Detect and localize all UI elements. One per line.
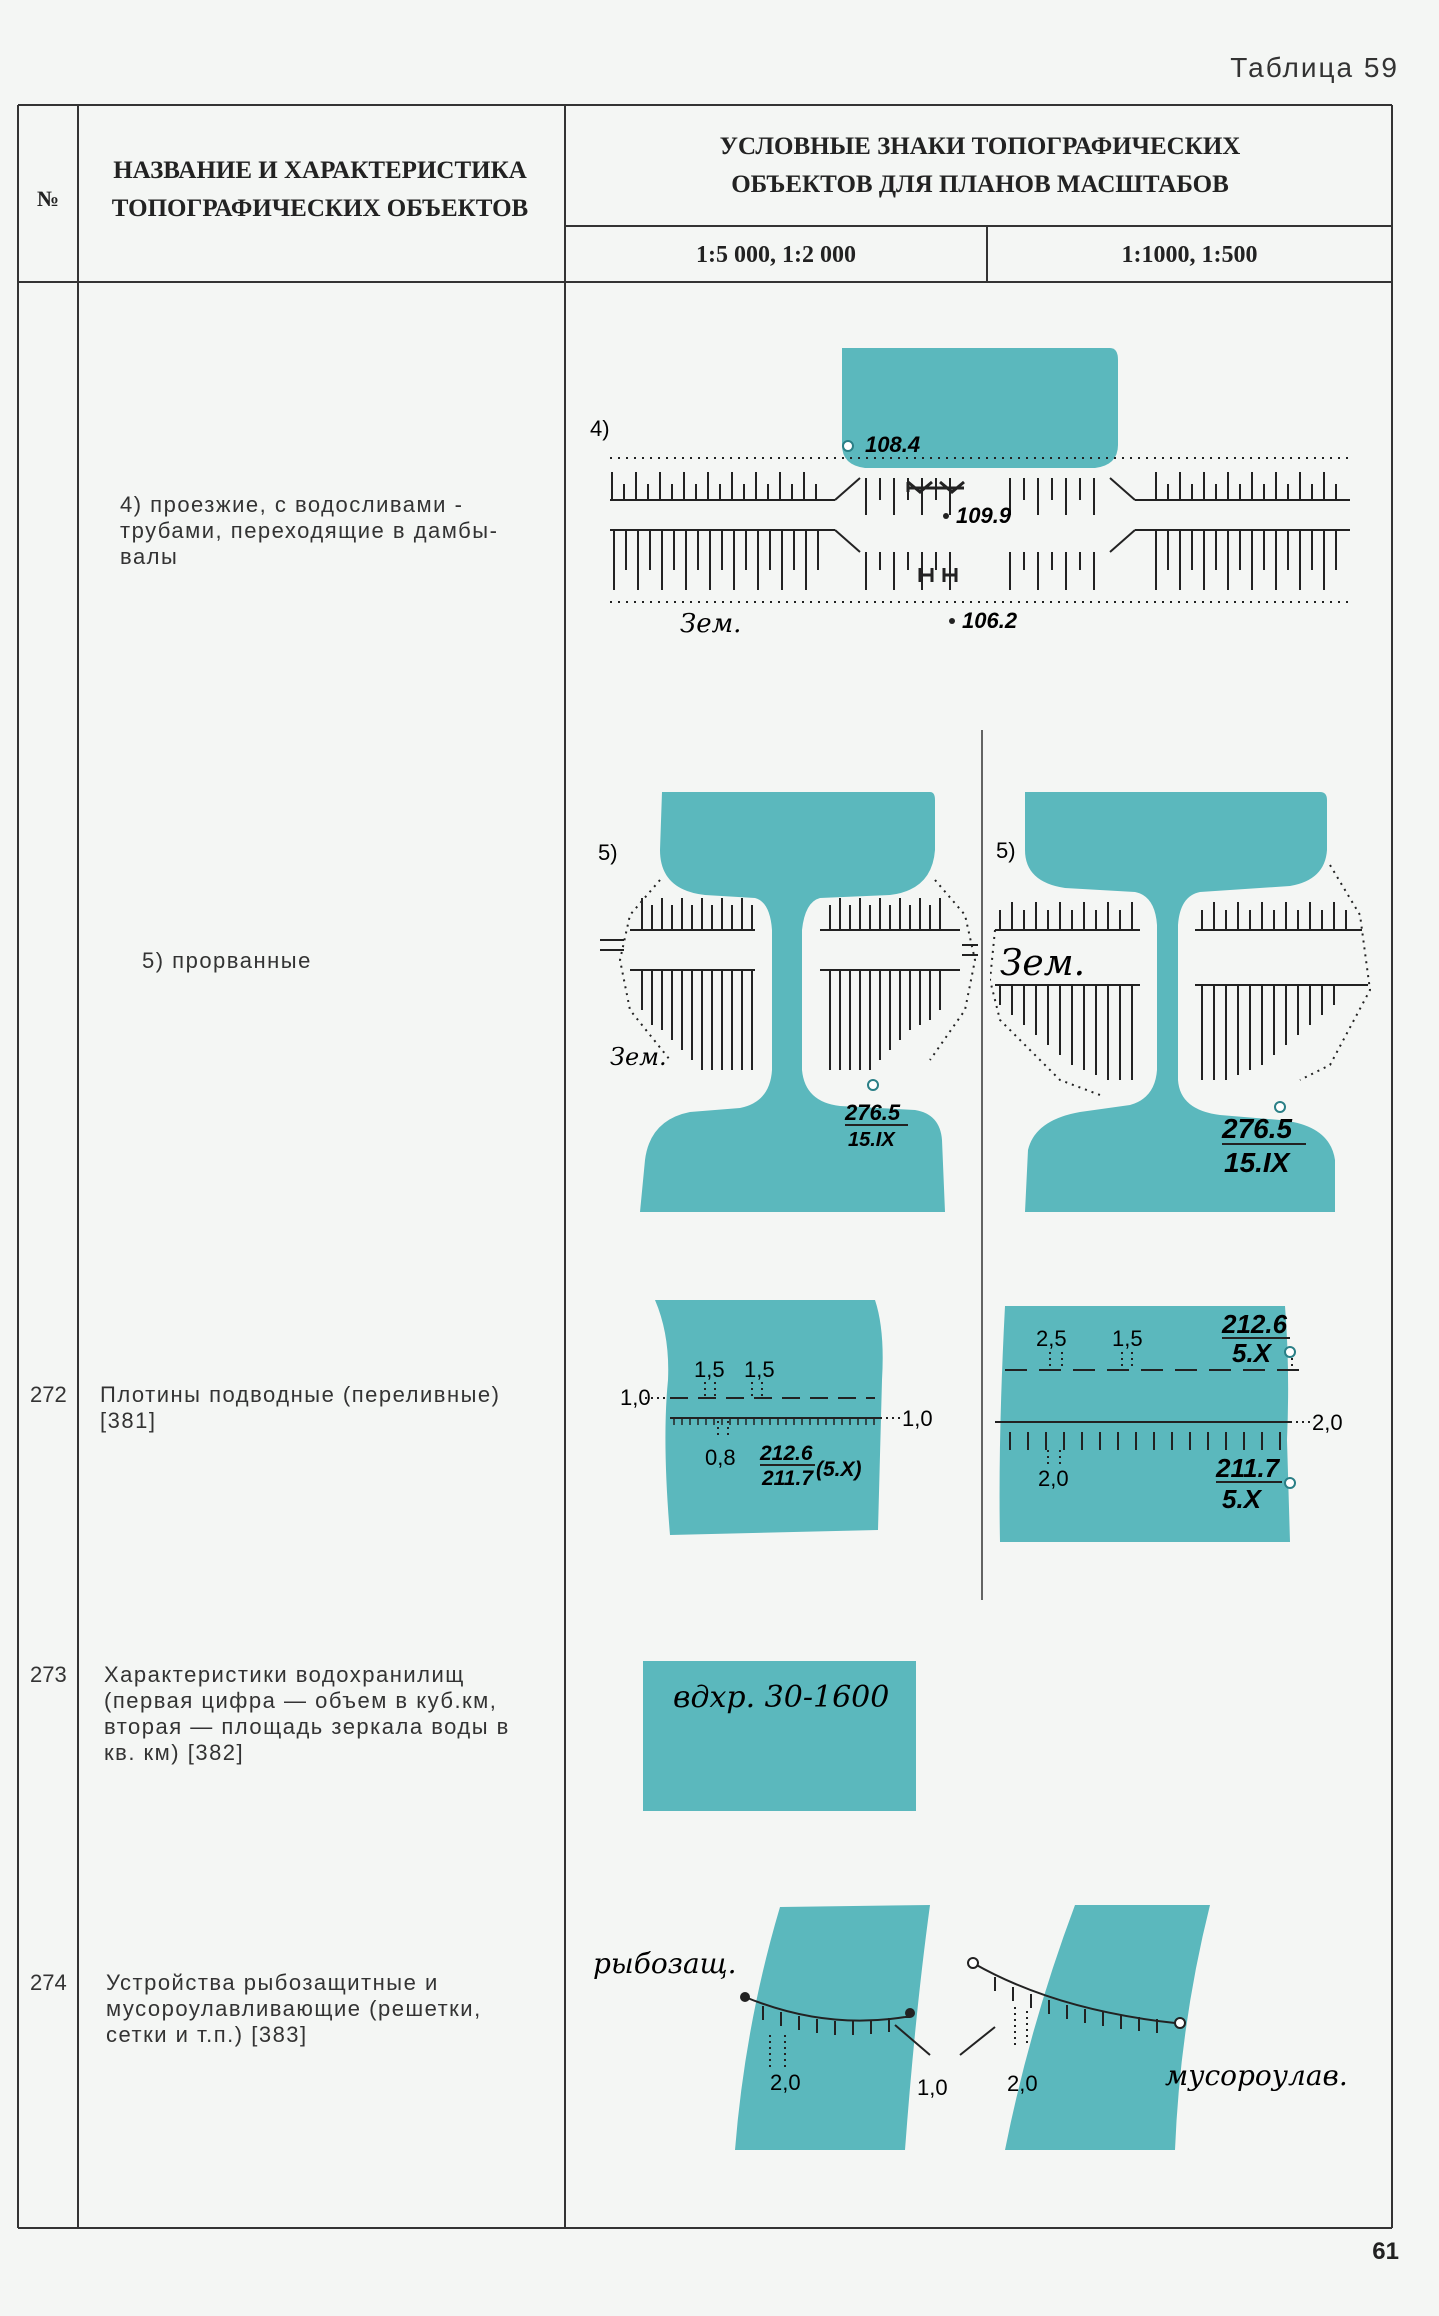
dim-272a-left: 1,0 <box>620 1385 651 1410</box>
dim-272a-1: 1,5 <box>694 1357 725 1382</box>
dim-272a-gap: 0,8 <box>705 1445 736 1470</box>
scale-b-header: 1:1000, 1:500 <box>1121 242 1258 268</box>
col-no-header: № <box>36 186 60 211</box>
label-zem-5b: Зем. <box>1000 943 1085 984</box>
sign-dam-broken-a: 5) Зем. 276.5 15.IX <box>598 792 978 1212</box>
row-desc-273: Характеристики водохранилищ (первая цифр… <box>104 1662 510 1765</box>
label-fish-protection: рыбозащ. <box>593 1947 737 1980</box>
dim-272b-gap: 2,0 <box>1038 1466 1069 1491</box>
culvert-pipes-icon <box>906 480 965 582</box>
elev-num-5b: 276.5 <box>1221 1113 1292 1144</box>
dim-272b-right: 2,0 <box>1312 1410 1343 1435</box>
row-desc-4: 4) проезжие, с водосливами - трубами, пе… <box>120 492 499 569</box>
label-debris-trap: мусороулав. <box>1165 2059 1348 2092</box>
elev-den-272a: 211.7 <box>761 1467 814 1490</box>
sign-submerged-dam-a: 1,5 1,5 1,0 1,0 0,8 212.6 211.7 (5.X) <box>620 1300 933 1535</box>
marker-5b: 5) <box>996 838 1016 863</box>
row-num-274: 274 <box>30 1970 67 1995</box>
dim-274-mid: 1,0 <box>917 2075 948 2100</box>
table-label: Таблица 59 <box>1230 52 1399 83</box>
dim-272b-1: 2,5 <box>1036 1326 1067 1351</box>
sign-dam-passable: 4) 108.4 109.9 106.2 Зем. <box>590 348 1350 639</box>
dim-272b-2: 1,5 <box>1112 1326 1143 1351</box>
sign-dam-broken-b: 5) Зем. 276.5 15.IX <box>990 792 1372 1212</box>
reservoir-shape <box>842 348 1118 468</box>
row-desc-5: 5) прорванные <box>142 948 312 973</box>
row-num-273: 273 <box>30 1662 67 1687</box>
sign-reservoir-characteristics: вдхр. 30-1600 <box>643 1661 916 1811</box>
elev-den2-272b: 5.X <box>1222 1484 1263 1514</box>
scale-a-header: 1:5 000, 1:2 000 <box>696 242 856 268</box>
elev-mid: 109.9 <box>956 503 1012 528</box>
water-shape <box>640 792 945 1212</box>
col-name-header: НАЗВАНИЕ И ХАРАКТЕРИСТИКА ТОПОГРАФИЧЕСКИ… <box>111 157 529 222</box>
marker-4: 4) <box>590 416 610 441</box>
elev-den-5b: 15.IX <box>1224 1147 1292 1178</box>
elev-bottom: 106.2 <box>962 608 1018 633</box>
row-num-272: 272 <box>30 1382 67 1407</box>
page-number: 61 <box>1372 2238 1399 2265</box>
label-zem-4: Зем. <box>680 609 741 639</box>
dim-272a-2: 1,5 <box>744 1357 775 1382</box>
sign-fish-protection: рыбозащ. мусороулав. 2,0 1,0 2,0 <box>593 1905 1348 2150</box>
elev-num-5a: 276.5 <box>844 1100 901 1125</box>
sign-submerged-dam-b: 2,5 1,5 2,0 2,0 212.6 5.X 211.7 5.X <box>995 1306 1343 1542</box>
water-shape <box>1025 792 1335 1212</box>
row-desc-274: Устройства рыбозащитные и мусороулавлива… <box>106 1970 482 2047</box>
elev-top: 108.4 <box>865 432 920 457</box>
elev-num1-272b: 212.6 <box>1221 1309 1288 1339</box>
label-zem-5a: Зем. <box>610 1043 667 1071</box>
elev-den-5a: 15.IX <box>848 1129 896 1151</box>
elev-den1-272b: 5.X <box>1232 1338 1273 1368</box>
col-signs-header: УСЛОВНЫЕ ЗНАКИ ТОПОГРАФИЧЕСКИХ ОБЪЕКТОВ … <box>719 133 1241 198</box>
elev-num2-272b: 211.7 <box>1215 1453 1281 1483</box>
dim-274-b: 2,0 <box>1007 2071 1038 2096</box>
dim-272a-right: 1,0 <box>902 1406 933 1431</box>
reservoir-label: вдхр. 30-1600 <box>673 1680 889 1715</box>
water-shape <box>643 1661 916 1811</box>
water-shape-b <box>1005 1905 1210 2150</box>
dim-274-a: 2,0 <box>770 2070 801 2095</box>
marker-5a: 5) <box>598 840 618 865</box>
elev-date-272a: (5.X) <box>816 1458 862 1481</box>
water-shape-a <box>735 1905 930 2150</box>
row-desc-272: Плотины подводные (переливные) [381] <box>100 1382 501 1433</box>
elev-num-272a: 212.6 <box>759 1442 813 1465</box>
